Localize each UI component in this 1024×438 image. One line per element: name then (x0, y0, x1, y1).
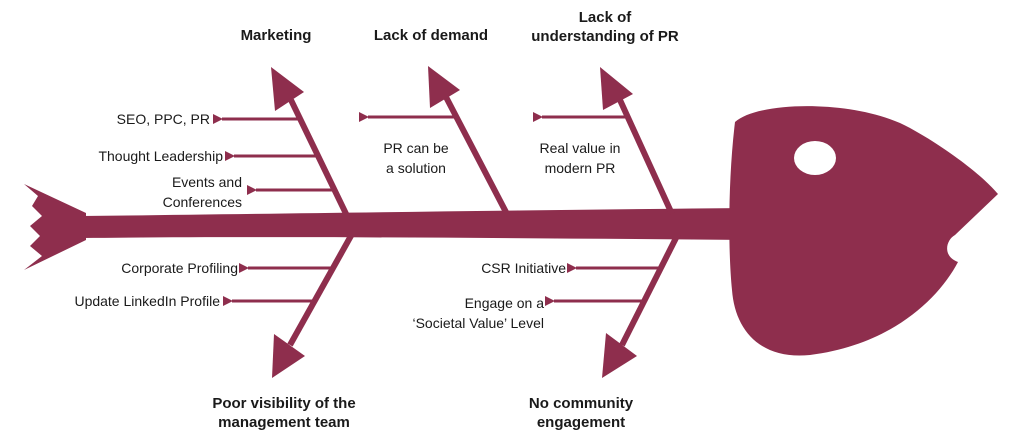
arrowhead-poor-visibility (272, 334, 305, 378)
cause-csr: CSR Initiative (481, 260, 566, 276)
cause-real-value: Real value in modern PR (539, 140, 621, 176)
category-poor-visibility: Poor visibility of the management team (212, 395, 356, 431)
cause-thought-leadership: Thought Leadership (98, 148, 223, 164)
bone-poor-visibility (287, 232, 355, 347)
cause-pr-solution: PR can be a solution (383, 140, 449, 176)
fish-eye (794, 141, 836, 175)
bone-lack-of-demand (443, 95, 511, 218)
cause-events: Events and Conferences (162, 174, 242, 210)
bone-no-community (619, 232, 681, 347)
bone-lack-of-understanding (617, 98, 675, 216)
fish-tail (24, 184, 86, 270)
cause-societal: Engage on a ‘Societal Value’ Level (412, 295, 544, 331)
fish-spine (82, 208, 750, 240)
category-marketing: Marketing (240, 27, 312, 44)
cause-corporate-profiling: Corporate Profiling (121, 260, 238, 276)
arrowhead-marketing (271, 67, 304, 111)
fish-head (729, 106, 998, 356)
cause-linkedin: Update LinkedIn Profile (74, 293, 220, 309)
cause-seo: SEO, PPC, PR (116, 111, 210, 127)
category-no-community: No community engagement (528, 395, 634, 431)
arrowhead-no-community (602, 333, 637, 378)
arrowhead-lack-of-understanding (600, 67, 633, 110)
category-lack-of-demand: Lack of demand (373, 27, 489, 44)
category-lack-of-understanding: Lack of understanding of PR (531, 9, 679, 45)
arrowhead-lack-of-demand (428, 66, 460, 108)
